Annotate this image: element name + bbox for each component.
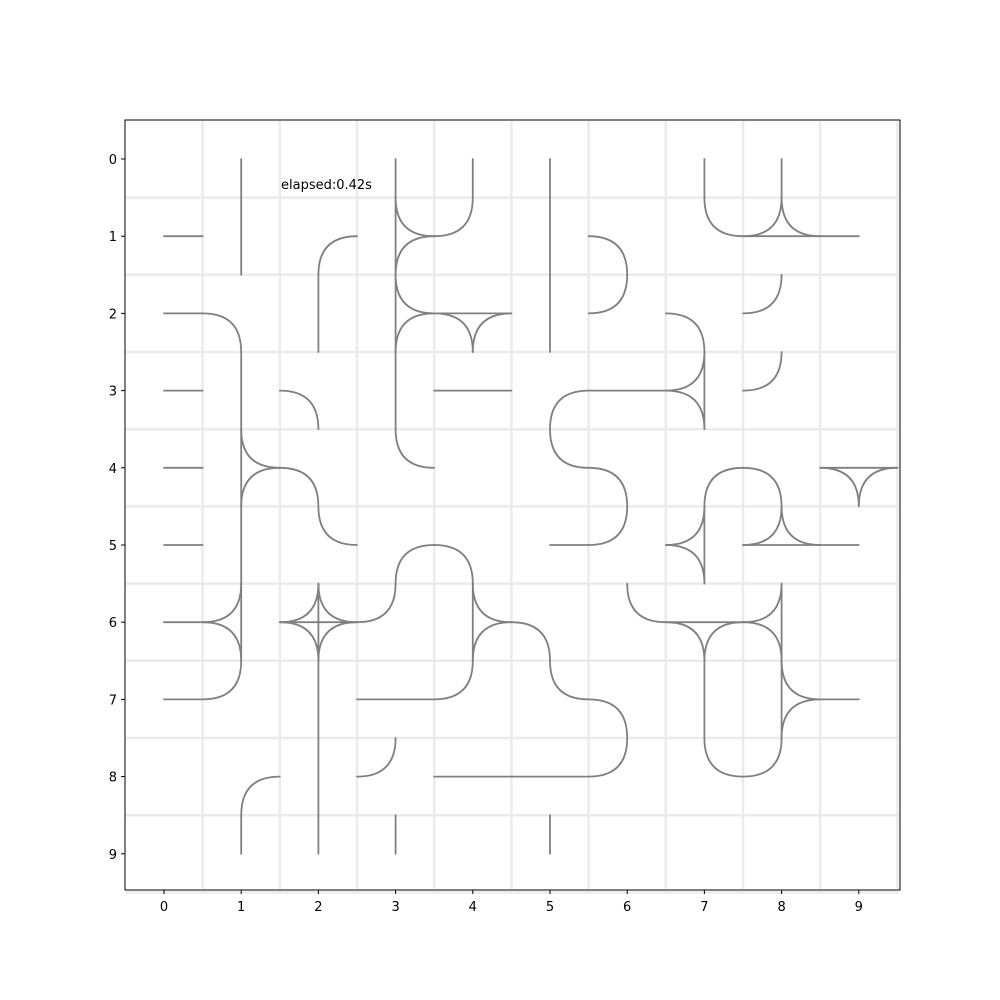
- pipe-N-W-elbow: [433, 196, 474, 238]
- y-tick-label: 8: [109, 771, 117, 786]
- pipe-N-W-elbow: [201, 659, 243, 701]
- y-tick-label: 6: [109, 616, 117, 631]
- pipe-S-W-elbow: [587, 466, 629, 508]
- pipe-S-W-elbow: [433, 312, 474, 353]
- x-tick-label: 3: [391, 900, 399, 915]
- pipe-N-W-elbow: [433, 659, 474, 701]
- pipe-S-W-elbow: [278, 389, 320, 431]
- pipe-N-W-elbow: [356, 582, 397, 624]
- pipe-N-W-elbow: [742, 351, 783, 392]
- pipe-N-W-elbow: [356, 737, 397, 778]
- pipe-S-W-elbow: [742, 466, 783, 508]
- pipe-S-W-elbow: [587, 698, 629, 739]
- x-tick-label: 5: [546, 900, 554, 915]
- pipe-N-W-elbow: [201, 582, 243, 624]
- axes-frame: [124, 119, 901, 891]
- y-tick-label: 0: [109, 153, 117, 168]
- x-tick-label: 6: [623, 900, 631, 915]
- y-tick-label: 4: [109, 462, 117, 477]
- elapsed-label: elapsed:0.42s: [281, 178, 372, 193]
- pipe-S-W-elbow: [201, 312, 243, 353]
- pipe-N-W-elbow: [742, 505, 783, 546]
- x-tick-label: 8: [777, 900, 785, 915]
- y-tick-label: 5: [109, 539, 117, 554]
- x-tick-label: 4: [469, 900, 477, 915]
- pipe-S-W-elbow: [587, 235, 629, 276]
- x-axis-ticks: 0 1 2 3 4 5 6 7 8 9: [160, 890, 863, 915]
- pipe-N-E-elbow: [549, 428, 590, 469]
- pipe-S-E-elbow: [703, 466, 744, 508]
- pipe-N-E-elbow: [317, 505, 358, 546]
- grid-lines: [126, 121, 899, 894]
- y-tick-label: 7: [109, 693, 117, 708]
- pipe-S-E-elbow: [857, 466, 899, 508]
- pipe-N-W-elbow: [587, 505, 629, 546]
- x-tick-label: 9: [855, 900, 863, 915]
- pipe-S-W-elbow: [510, 621, 551, 662]
- pipe-S-E-elbow: [317, 235, 358, 276]
- pipe-S-E-elbow: [240, 775, 281, 817]
- pipe-S-E-elbow: [549, 389, 590, 431]
- pipe-S-E-elbow: [394, 312, 436, 353]
- y-tick-label: 1: [109, 230, 117, 245]
- x-tick-label: 1: [237, 900, 245, 915]
- pipe-S-E-elbow: [394, 544, 436, 585]
- pipe-S-E-elbow: [394, 235, 436, 276]
- x-tick-label: 2: [314, 900, 322, 915]
- pipe-S-W-elbow: [433, 544, 474, 585]
- pipe-S-E-elbow: [703, 621, 744, 662]
- pipe-N-E-elbow: [549, 659, 590, 701]
- x-tick-label: 7: [700, 900, 708, 915]
- pipe-N-E-elbow: [394, 428, 436, 469]
- x-tick-label: 0: [160, 900, 168, 915]
- pipe-N-E-elbow: [626, 582, 667, 624]
- y-axis-ticks: 0 1 2 3 4 5 6 7 8 9: [109, 153, 125, 863]
- y-tick-label: 3: [109, 385, 117, 400]
- pipe-N-W-elbow: [587, 273, 629, 315]
- pipe-network: [163, 158, 899, 855]
- y-tick-label: 2: [109, 307, 117, 322]
- pipe-N-W-elbow: [587, 737, 629, 778]
- pipe-S-W-elbow: [664, 389, 706, 431]
- pipe-S-W-elbow: [278, 466, 320, 508]
- pipe-N-W-elbow: [742, 737, 783, 778]
- y-tick-label: 9: [109, 848, 117, 863]
- pipe-N-W-elbow: [742, 273, 783, 315]
- pipe-N-E-elbow: [703, 737, 744, 778]
- pipe-S-W-elbow: [664, 312, 706, 353]
- pipe-N-E-elbow: [703, 196, 744, 238]
- pipe-S-E-elbow: [471, 621, 513, 662]
